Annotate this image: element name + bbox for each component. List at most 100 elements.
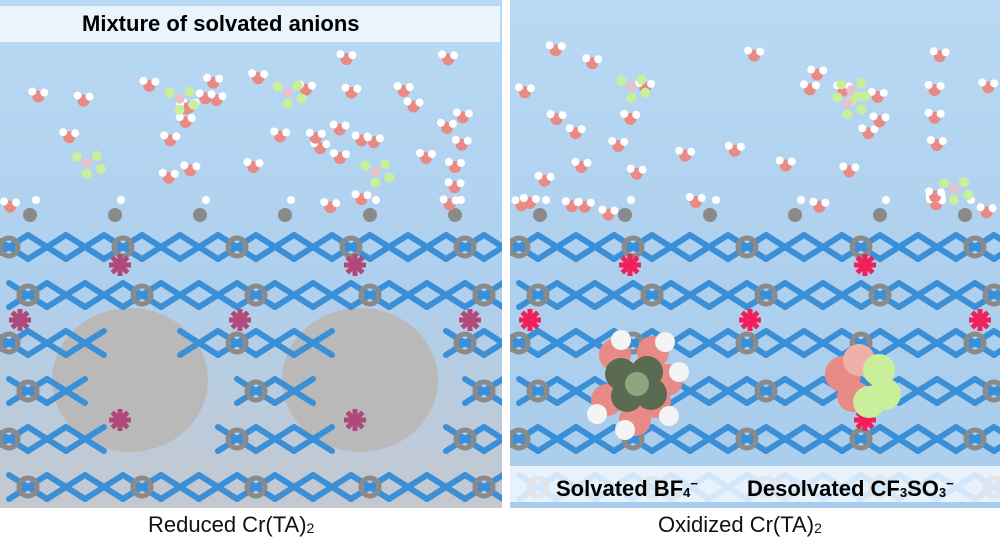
water-hydrogen (659, 406, 679, 426)
water-hydrogen (341, 83, 350, 92)
framework-bond (535, 328, 579, 358)
water-hydrogen (598, 205, 607, 214)
fluorine-atom (860, 91, 871, 102)
hydrogen-atom (372, 196, 380, 204)
water-hydrogen (858, 124, 867, 133)
water-hydrogen (557, 42, 566, 51)
carbon-ring (982, 379, 1000, 403)
water-hydrogen (207, 90, 216, 99)
label-text: SO (907, 476, 939, 501)
fluorine-atom (856, 104, 867, 115)
fluorine-atom (636, 74, 647, 85)
cr-center (10, 310, 30, 330)
water-hydrogen (936, 109, 945, 118)
framework-bond (215, 232, 259, 262)
water-hydrogen (924, 80, 933, 89)
water-hydrogen (341, 121, 350, 130)
water-hydrogen (867, 87, 876, 96)
water-hydrogen (976, 203, 985, 212)
water-hydrogen (839, 162, 848, 171)
water-hydrogen (936, 81, 945, 90)
water-hydrogen (139, 76, 148, 85)
water-hydrogen (192, 162, 201, 171)
framework-bond (820, 280, 864, 310)
fluorine-atom (282, 98, 293, 109)
water-hydrogen (187, 114, 196, 123)
carbon-ring (510, 235, 531, 259)
water-hydrogen (403, 97, 412, 106)
water-hydrogen (336, 50, 345, 59)
water-hydrogen (332, 199, 341, 208)
framework-bond (462, 280, 502, 310)
water-hydrogen (255, 159, 264, 168)
framework-bond (405, 232, 449, 262)
framework-bond (649, 232, 693, 262)
framework-bond (630, 280, 674, 310)
hydrogen-atom (542, 196, 550, 204)
label-sup: − (690, 476, 698, 491)
framework-bond (877, 424, 921, 454)
carbon-ring (510, 427, 531, 451)
framework-bond (668, 280, 712, 310)
water-hydrogen (85, 92, 94, 101)
water-hydrogen (351, 131, 360, 140)
water-hydrogen (990, 79, 999, 88)
water-hydrogen (620, 109, 629, 118)
fluorine-atom (164, 87, 175, 98)
carbon-ring (510, 331, 531, 355)
framework-bond (424, 472, 468, 502)
anion-center (626, 81, 637, 92)
carbon-ring (640, 283, 664, 307)
water-hydrogen (929, 47, 938, 56)
framework-bond (915, 424, 959, 454)
water-hydrogen (28, 87, 37, 96)
water-hydrogen (448, 119, 457, 128)
framework-bond (687, 232, 731, 262)
hydrogen-atom (117, 196, 125, 204)
fluorine-atom (188, 99, 199, 110)
fluorine-atom (71, 151, 82, 162)
carbon-atom (618, 208, 632, 222)
hydrogen-atom (627, 196, 635, 204)
framework-bond (953, 232, 997, 262)
framework-bond (573, 424, 617, 454)
reduced-cr-ta2-panel: Mixture of solvated anions (0, 0, 502, 508)
framework-bond (0, 328, 31, 353)
framework-bond (158, 472, 202, 502)
water-hydrogen (938, 136, 947, 145)
framework-bond (272, 280, 316, 310)
framework-bond (706, 280, 750, 310)
water-hydrogen (558, 111, 567, 120)
framework-bond (934, 376, 978, 406)
fluorine-atom (853, 386, 885, 418)
framework-bond (877, 232, 921, 262)
water-hydrogen (685, 193, 694, 202)
water-hydrogen (545, 41, 554, 50)
carbon-ring (526, 379, 550, 403)
water-hydrogen (329, 120, 338, 129)
fluorine-atom (380, 159, 391, 170)
water-hydrogen (807, 65, 816, 74)
caption-text: Reduced Cr(TA) (148, 512, 307, 537)
fluorine-atom (832, 92, 843, 103)
framework-bond (253, 328, 297, 358)
water-hydrogen (697, 194, 706, 203)
hydrogen-atom (797, 196, 805, 204)
fluorine-atom (81, 168, 92, 179)
water-hydrogen (647, 79, 656, 88)
framework-bond (177, 328, 221, 358)
carbon-ring (0, 331, 21, 355)
framework-bond (782, 280, 826, 310)
anion-center (949, 184, 960, 195)
framework-bond (0, 424, 31, 449)
water-hydrogen (775, 156, 784, 165)
framework-bond (101, 232, 145, 262)
water-hydrogen (464, 109, 473, 118)
framework-bond (573, 232, 617, 262)
framework-bond (535, 232, 579, 262)
fluorine-atom (626, 92, 637, 103)
water-hydrogen (444, 158, 453, 167)
cr-center (740, 310, 760, 330)
water-hydrogen (787, 157, 796, 166)
water-hydrogen (519, 194, 528, 203)
